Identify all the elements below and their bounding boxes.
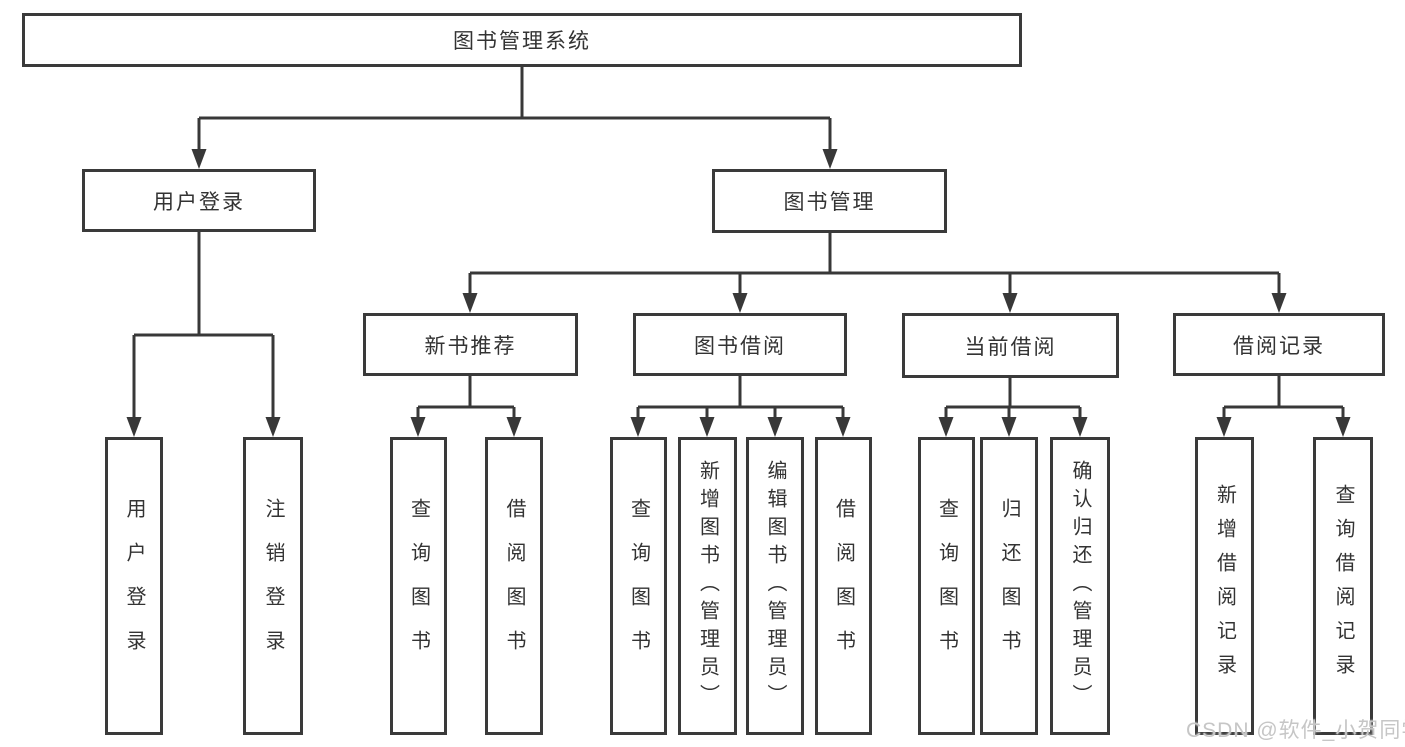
arrow-down-icon [938, 417, 954, 437]
node-label: 查询图书 [627, 498, 650, 674]
node-label: 图书管理 [783, 191, 876, 214]
arrow-down-icon [506, 417, 522, 437]
arrow-down-icon [822, 149, 838, 169]
node-leaf-query-borrow-record: 查询借阅记录 [1313, 437, 1373, 735]
node-leaf-query-books-1: 查询图书 [390, 437, 447, 735]
arrow-down-icon [767, 417, 783, 437]
arrow-down-icon [630, 417, 646, 437]
node-label: 用户登录 [153, 190, 245, 214]
node-leaf-edit-books-admin: 编辑图书（管理员） [746, 437, 804, 735]
node-label: 用户登录 [123, 498, 145, 674]
arrow-down-icon [1335, 417, 1351, 437]
node-leaf-user-login: 用户登录 [105, 437, 163, 735]
node-leaf-return-books: 归还图书 [980, 437, 1038, 735]
node-label: 新增图书（管理员） [696, 460, 719, 712]
arrow-down-icon [835, 417, 851, 437]
arrow-down-icon [1001, 417, 1017, 437]
node-label: 借阅图书 [832, 498, 855, 674]
node-label: 查询借阅记录 [1332, 484, 1354, 688]
node-label: 查询图书 [935, 498, 958, 674]
node-label: 归还图书 [998, 498, 1020, 674]
arrow-down-icon [732, 293, 748, 313]
node-leaf-borrow-books-2: 借阅图书 [815, 437, 872, 735]
node-label: 新书推荐 [424, 334, 517, 358]
node-leaf-add-books-admin: 新增图书（管理员） [678, 437, 737, 735]
node-borrow-records: 借阅记录 [1173, 313, 1385, 376]
node-leaf-borrow-books-1: 借阅图书 [485, 437, 543, 735]
node-new-book-recommend: 新书推荐 [363, 313, 578, 376]
node-label: 新增借阅记录 [1213, 484, 1236, 688]
arrow-down-icon [1002, 293, 1018, 313]
node-current-borrowing: 当前借阅 [902, 313, 1119, 378]
node-label: 图书管理系统 [453, 30, 591, 53]
node-user-login: 用户登录 [82, 169, 316, 232]
node-label: 当前借阅 [964, 335, 1057, 359]
tree-edges [132, 67, 1345, 420]
node-leaf-query-books-3: 查询图书 [918, 437, 975, 735]
arrowhead-icons [126, 149, 1351, 437]
csdn-watermark: CSDN @软件_小贺同学 [1186, 719, 1405, 742]
node-label: 查询图书 [407, 498, 430, 674]
arrow-down-icon [1072, 417, 1088, 437]
node-leaf-confirm-return-admin: 确认归还（管理员） [1050, 437, 1110, 735]
node-leaf-logout: 注销登录 [243, 437, 303, 735]
arrow-down-icon [410, 417, 426, 437]
arrow-down-icon [126, 417, 142, 437]
node-label: 图书借阅 [694, 334, 786, 358]
arrow-down-icon [1271, 293, 1287, 313]
node-leaf-add-borrow-record: 新增借阅记录 [1195, 437, 1254, 735]
node-library-management-system: 图书管理系统 [22, 13, 1022, 67]
node-book-borrowing: 图书借阅 [633, 313, 847, 376]
arrow-down-icon [462, 293, 478, 313]
node-label: 借阅图书 [503, 498, 525, 674]
node-label: 注销登录 [262, 498, 284, 674]
arrow-down-icon [699, 417, 715, 437]
node-leaf-query-books-2: 查询图书 [610, 437, 667, 735]
arrow-down-icon [1216, 417, 1232, 437]
arrow-down-icon [265, 417, 281, 437]
node-label: 编辑图书（管理员） [764, 460, 786, 712]
node-label: 借阅记录 [1233, 334, 1325, 358]
node-label: 确认归还（管理员） [1069, 460, 1091, 712]
arrow-down-icon [191, 149, 207, 169]
node-book-management: 图书管理 [712, 169, 947, 233]
